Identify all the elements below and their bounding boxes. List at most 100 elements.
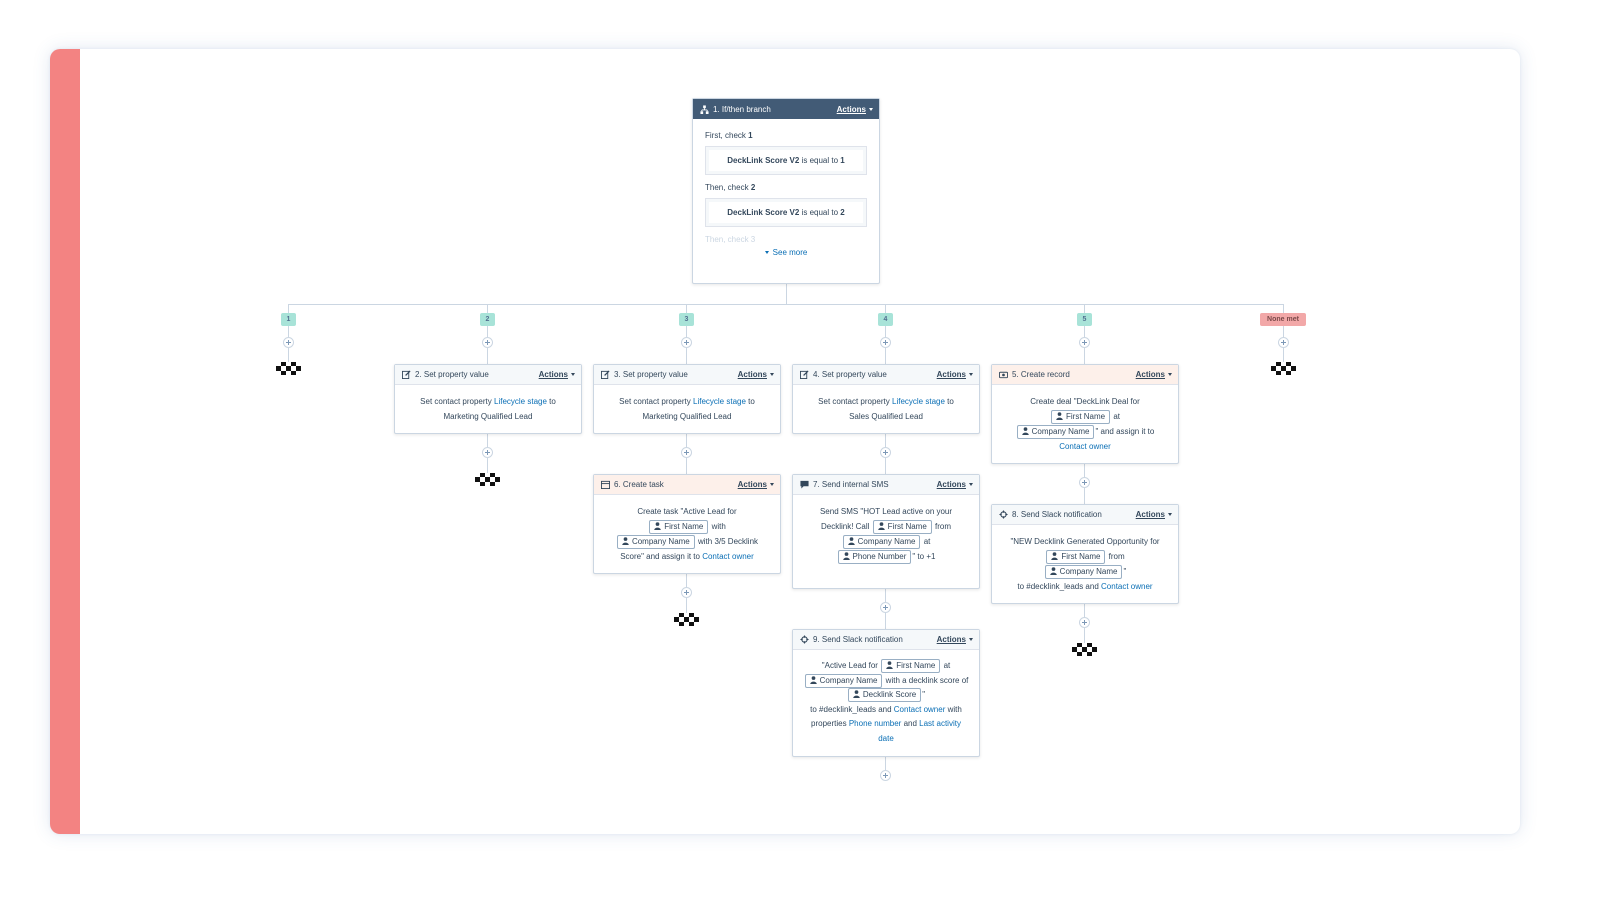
branch-badge-2[interactable]: 2: [480, 313, 495, 326]
action-9-text-5: to #decklink_leads and: [810, 704, 892, 714]
slack-icon: [998, 510, 1008, 520]
see-more-link[interactable]: See more: [705, 248, 867, 257]
plus-icon[interactable]: [482, 447, 493, 458]
action-5-actions-dropdown[interactable]: Actions: [1136, 370, 1172, 379]
action-3-text-2: to Marketing Qualified Lead: [642, 397, 755, 421]
action-2-property-link[interactable]: Lifecycle stage: [494, 397, 547, 406]
plus-icon[interactable]: [880, 602, 891, 613]
action-7-actions-dropdown[interactable]: Actions: [937, 480, 973, 489]
action-6-text-2: with: [711, 522, 726, 531]
action-8-title: 8. Send Slack notification: [1012, 510, 1102, 519]
first-check-num: 1: [748, 131, 753, 140]
action-card-7[interactable]: 7. Send internal SMS Actions Send SMS "H…: [792, 474, 980, 589]
token-chip[interactable]: First Name: [872, 519, 932, 534]
branch-badge-5[interactable]: 5: [1077, 313, 1092, 326]
action-9-owner-link[interactable]: Contact owner: [893, 704, 946, 714]
token-chip[interactable]: First Name: [649, 519, 709, 534]
action-card-9[interactable]: 9. Send Slack notification Actions "Acti…: [792, 629, 980, 757]
record-icon: [998, 370, 1008, 380]
token-chip[interactable]: Company Name: [1044, 564, 1123, 579]
action-2-text-1: Set contact property: [420, 397, 492, 406]
token-chip[interactable]: Company Name: [804, 673, 883, 688]
plus-icon[interactable]: [681, 587, 692, 598]
action-card-6[interactable]: 6. Create task Actions Create task "Acti…: [593, 474, 781, 574]
actions-label: Actions: [936, 480, 966, 489]
action-5-owner-link[interactable]: Contact owner: [1059, 442, 1111, 451]
plus-icon[interactable]: [681, 337, 692, 348]
action-card-8[interactable]: 8. Send Slack notification Actions "NEW …: [991, 504, 1179, 604]
plus-icon[interactable]: [681, 447, 692, 458]
chevron-down-icon: [571, 373, 575, 377]
condition-2-box[interactable]: DeckLink Score V2 is equal to 2: [705, 198, 867, 227]
action-5-title: 5. Create record: [1012, 370, 1070, 379]
token-chip[interactable]: First Name: [881, 659, 941, 673]
chip-label: Company Name: [1059, 566, 1118, 576]
action-4-actions-dropdown[interactable]: Actions: [937, 370, 973, 379]
token-chip[interactable]: Decklink Score: [847, 688, 922, 703]
token-chip[interactable]: Company Name: [842, 534, 921, 549]
condition-2-value: 2: [840, 208, 845, 217]
token-chip[interactable]: First Name: [1046, 549, 1106, 564]
branch-badge-4[interactable]: 4: [878, 313, 893, 326]
plus-icon[interactable]: [1079, 477, 1090, 488]
plus-icon[interactable]: [283, 337, 294, 348]
action-9-actions-dropdown[interactable]: Actions: [937, 635, 973, 644]
action-card-5[interactable]: 5. Create record Actions Create deal "De…: [991, 364, 1179, 464]
action-8-header: 8. Send Slack notification Actions: [992, 505, 1178, 525]
action-7-text-2: from: [935, 522, 952, 531]
token-chip[interactable]: Phone Number: [837, 549, 912, 564]
action-9-phone-link[interactable]: Phone number: [848, 719, 902, 729]
action-3-property-link[interactable]: Lifecycle stage: [693, 397, 746, 406]
chip-label: First Name: [896, 661, 936, 670]
action-8-actions-dropdown[interactable]: Actions: [1136, 510, 1172, 519]
action-8-text-4: to #decklink_leads and: [1017, 582, 1099, 591]
first-check-text: First, check: [705, 131, 746, 140]
action-6-text-1: Create task "Active Lead for: [637, 507, 737, 516]
token-chip[interactable]: Company Name: [1016, 424, 1095, 439]
branch-actions-dropdown[interactable]: Actions: [837, 105, 873, 114]
sms-icon: [799, 480, 809, 490]
action-8-owner-link[interactable]: Contact owner: [1101, 582, 1153, 591]
plus-icon[interactable]: [880, 337, 891, 348]
action-2-actions-dropdown[interactable]: Actions: [539, 370, 575, 379]
action-9-header: 9. Send Slack notification Actions: [793, 630, 979, 650]
plus-icon[interactable]: [1278, 337, 1289, 348]
action-3-title: 3. Set property value: [614, 370, 688, 379]
actions-label: Actions: [737, 370, 767, 379]
then-check-text: Then, check: [705, 183, 749, 192]
action-9-text-7: and: [903, 719, 917, 729]
plus-icon[interactable]: [880, 447, 891, 458]
if-then-branch-card[interactable]: 1. If/then branch Actions First, check 1…: [692, 98, 880, 284]
token-chip[interactable]: First Name: [1050, 409, 1111, 424]
action-4-property-link[interactable]: Lifecycle stage: [892, 397, 945, 406]
action-9-title: 9. Send Slack notification: [813, 635, 903, 644]
plus-icon[interactable]: [482, 337, 493, 348]
chevron-down-icon: [869, 107, 873, 111]
token-chip[interactable]: Company Name: [616, 534, 695, 549]
action-3-actions-dropdown[interactable]: Actions: [738, 370, 774, 379]
branch-badge-1[interactable]: 1: [281, 313, 296, 326]
plus-icon[interactable]: [1079, 337, 1090, 348]
branch-badge-none-met[interactable]: None met: [1260, 313, 1306, 326]
edit-icon: [600, 370, 610, 380]
action-6-actions-dropdown[interactable]: Actions: [738, 480, 774, 489]
action-6-owner-link[interactable]: Contact owner: [702, 552, 754, 561]
action-card-4[interactable]: 4. Set property value Actions Set contac…: [792, 364, 980, 434]
chevron-down-icon: [969, 483, 973, 487]
then-check-label: Then, check 2: [705, 183, 867, 192]
branch-badge-3[interactable]: 3: [679, 313, 694, 326]
action-9-text-3: with a decklink score of: [885, 675, 969, 685]
action-8-body: "NEW Decklink Generated Opportunity for …: [992, 525, 1178, 600]
action-9-activity-link[interactable]: Last activity date: [878, 719, 961, 743]
action-3-text-1: Set contact property: [619, 397, 691, 406]
condition-1-box[interactable]: DeckLink Score V2 is equal to 1: [705, 146, 867, 175]
action-9-text-1: "Active Lead for: [821, 661, 878, 671]
plus-icon[interactable]: [880, 770, 891, 781]
branch-card-header: 1. If/then branch Actions: [693, 99, 879, 119]
action-card-3[interactable]: 3. Set property value Actions Set contac…: [593, 364, 781, 434]
action-4-header: 4. Set property value Actions: [793, 365, 979, 385]
action-8-text-3: ": [1123, 567, 1127, 576]
action-card-2[interactable]: 2. Set property value Actions Set contac…: [394, 364, 582, 434]
plus-icon[interactable]: [1079, 617, 1090, 628]
person-icon: [878, 522, 885, 530]
